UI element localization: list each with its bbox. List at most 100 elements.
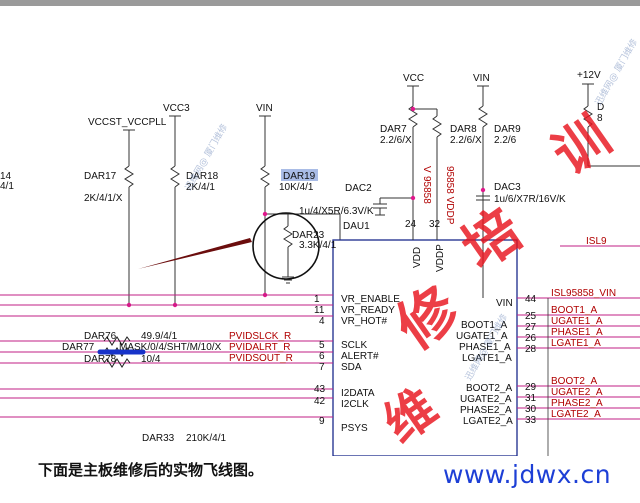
component-value: MASK/0/4/SHT/M/10/X <box>119 342 222 353</box>
component-value: 2K/4/1/X <box>84 193 123 204</box>
pin-name: SDA <box>341 362 362 373</box>
pin-number: 29 <box>525 382 537 393</box>
rail-label: VCC <box>403 73 424 84</box>
vertical-net-label: 95858 <box>421 176 432 204</box>
watermark-char: 训 <box>541 104 621 187</box>
watermark-char: 培 <box>451 197 534 282</box>
pin-name: VDDP <box>435 244 446 272</box>
pin-name: SCLK <box>341 340 367 351</box>
vertical-net-label: V <box>421 166 432 173</box>
caption-text: 下面是主板维修后的实物飞线图。 <box>38 461 264 479</box>
component-value: 2.2/6 <box>494 135 517 146</box>
top-border-bar <box>0 0 640 6</box>
net-label: PVIDSOUT_R <box>229 353 293 364</box>
rail-label: VCC3 <box>163 103 190 114</box>
component-value: 3.3K/4/1 <box>299 240 337 251</box>
net-label: LGATE2_A <box>551 409 601 420</box>
pin-number: 33 <box>525 415 537 426</box>
net-label: ISL9 <box>586 236 607 247</box>
pin-number: 27 <box>525 322 537 333</box>
pin-name: ALERT# <box>341 351 379 362</box>
pin-name: VR_HOT# <box>341 316 388 327</box>
highlight-circle <box>252 212 320 280</box>
component-value: 49.9/4/1 <box>141 331 178 342</box>
site-url: www.jdwx.cn <box>443 460 612 489</box>
component-ref: DAR17 <box>84 171 117 182</box>
net-label: PVIDALRT_R <box>229 342 291 353</box>
net-label: UGATE1_A <box>551 316 603 327</box>
rail-label: +12V <box>577 70 601 81</box>
pin-name: VR_ENABLE <box>341 294 400 305</box>
net-label: LGATE1_A <box>551 338 601 349</box>
component-ref: DAC3 <box>494 182 521 193</box>
component-ref: DAR77 <box>62 342 95 353</box>
pin-name: LGATE2_A <box>463 416 513 427</box>
component-ref-highlighted: DAR19 <box>283 171 316 182</box>
pin-number: 4 <box>319 316 325 327</box>
component-value: 10K/4/1 <box>279 182 314 193</box>
pin-number: 25 <box>525 311 537 322</box>
pin-name: VDD <box>412 247 423 268</box>
rail-label: VCCST_VCCPLL <box>88 117 167 128</box>
pin-name: I2DATA <box>341 388 375 399</box>
edge-label: D <box>597 102 604 113</box>
pin-number: 7 <box>319 362 325 373</box>
component-ref: DAR23 <box>292 230 325 241</box>
net-label: PVIDSLCK_R <box>229 331 291 342</box>
component-value: 1u/4/X5R/6.3V/K <box>299 206 374 217</box>
pin-number: 5 <box>319 340 325 351</box>
component-ref: DAR78 <box>84 354 117 365</box>
edge-label: 14 <box>0 171 12 182</box>
ic-ref: DAU1 <box>343 221 370 232</box>
pin-name: PHASE2_A <box>460 405 512 416</box>
net-label: UGATE2_A <box>551 387 603 398</box>
pin-name: UGATE1_A <box>456 331 508 342</box>
pin-number: 11 <box>314 305 325 316</box>
pin-name: BOOT1_A <box>461 320 507 331</box>
rail-label: VIN <box>256 103 273 114</box>
net-label: BOOT1_A <box>551 305 597 316</box>
watermark-char: 维 <box>374 378 448 454</box>
vertical-net-label: 95858 VDDP <box>444 166 455 225</box>
pin-number: 1 <box>314 294 320 305</box>
component-value: 1u/6/X7R/16V/K <box>494 194 566 205</box>
pin-number: 31 <box>525 393 537 404</box>
pin-number: 9 <box>319 416 325 427</box>
component-value: 10/4 <box>141 354 161 365</box>
pin-name: VIN <box>496 298 513 309</box>
pin-name: I2CLK <box>341 399 369 410</box>
pin-number: 43 <box>314 384 326 395</box>
component-ref: DAR9 <box>494 124 521 135</box>
edge-label: 8 <box>597 113 603 124</box>
pin-number: 30 <box>525 404 537 415</box>
component-ref: DAC2 <box>345 183 372 194</box>
pin-number: 24 <box>405 219 417 230</box>
pin-number: 26 <box>525 333 537 344</box>
pin-name: VR_READY <box>341 305 395 316</box>
pin-number: 32 <box>429 219 441 230</box>
net-label: PHASE2_A <box>551 398 603 409</box>
net-label: PHASE1_A <box>551 327 603 338</box>
component-value: 2.2/6/X <box>450 135 482 146</box>
rail-label: VIN <box>473 73 490 84</box>
pin-name: PHASE1_A <box>459 342 511 353</box>
component-ref: DAR33 <box>142 433 175 444</box>
pin-name: LGATE1_A <box>462 353 512 364</box>
net-label: ISL95858_VIN <box>551 288 616 299</box>
component-value: 2.2/6/X <box>380 135 412 146</box>
pin-number: 44 <box>525 294 537 305</box>
pin-name: BOOT2_A <box>466 383 512 394</box>
component-ref: DAR18 <box>186 171 219 182</box>
component-ref: DAR7 <box>380 124 407 135</box>
pointer-arrow <box>138 238 252 269</box>
schematic-diagram: VCCST_VCCPLL VCC3 VIN VCC VIN +12V 14 4/… <box>0 37 640 456</box>
component-value: 210K/4/1 <box>186 433 226 444</box>
component-ref: DAR76 <box>84 331 117 342</box>
component-value: 2K/4/1 <box>186 182 215 193</box>
pin-name: PSYS <box>341 423 368 434</box>
component-ref: DAR8 <box>450 124 477 135</box>
pin-number: 28 <box>525 344 537 355</box>
edge-label: 4/1 <box>0 181 14 192</box>
pin-number: 42 <box>314 396 326 407</box>
pin-name: UGATE2_A <box>460 394 512 405</box>
